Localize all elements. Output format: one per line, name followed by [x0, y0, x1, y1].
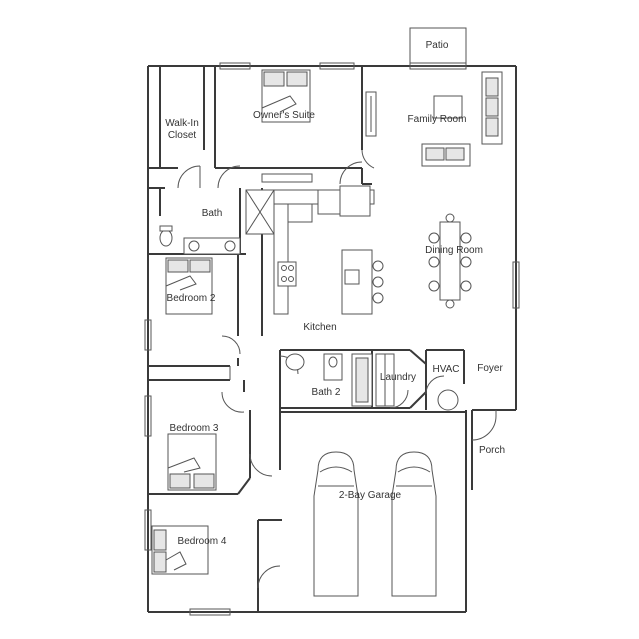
label-bedroom-2: Bedroom 2: [167, 293, 216, 304]
windows: [144, 62, 520, 616]
label-foyer: Foyer: [477, 363, 503, 374]
label-patio: Patio: [426, 40, 449, 51]
family-room-furniture: [421, 71, 503, 167]
label-porch: Porch: [479, 445, 505, 456]
kitchen-furniture: [245, 185, 384, 315]
bath-fixtures: [159, 225, 241, 255]
label-garage: 2-Bay Garage: [339, 490, 402, 501]
label-bath-2: Bath 2: [312, 387, 341, 398]
label-walk-in-closet-2: Closet: [168, 130, 197, 141]
bedroom-4-furniture: [151, 525, 209, 575]
label-hvac: HVAC: [432, 364, 459, 375]
patio-area: Patio: [409, 27, 467, 67]
room-labels: Walk-In Closet Owner's Suite Family Room…: [165, 110, 505, 547]
label-walk-in-closet-1: Walk-In: [165, 118, 199, 129]
owners-suite-furniture: [261, 69, 377, 183]
label-bath: Bath: [202, 208, 223, 219]
label-bedroom-3: Bedroom 3: [170, 423, 219, 434]
bedroom-3-furniture: [167, 433, 217, 491]
bedroom-2-furniture: [165, 257, 213, 315]
label-dining-room: Dining Room: [425, 245, 483, 256]
label-laundry: Laundry: [380, 372, 416, 383]
dining-furniture: [428, 213, 472, 309]
interior-walls: [148, 66, 473, 612]
doors: [177, 149, 497, 589]
label-family-room: Family Room: [408, 114, 467, 125]
label-bedroom-4: Bedroom 4: [178, 536, 227, 547]
garage-cars: [313, 451, 437, 597]
label-kitchen: Kitchen: [303, 322, 336, 333]
bath-2-fixtures: [285, 353, 459, 411]
label-owners-suite: Owner's Suite: [253, 110, 315, 121]
